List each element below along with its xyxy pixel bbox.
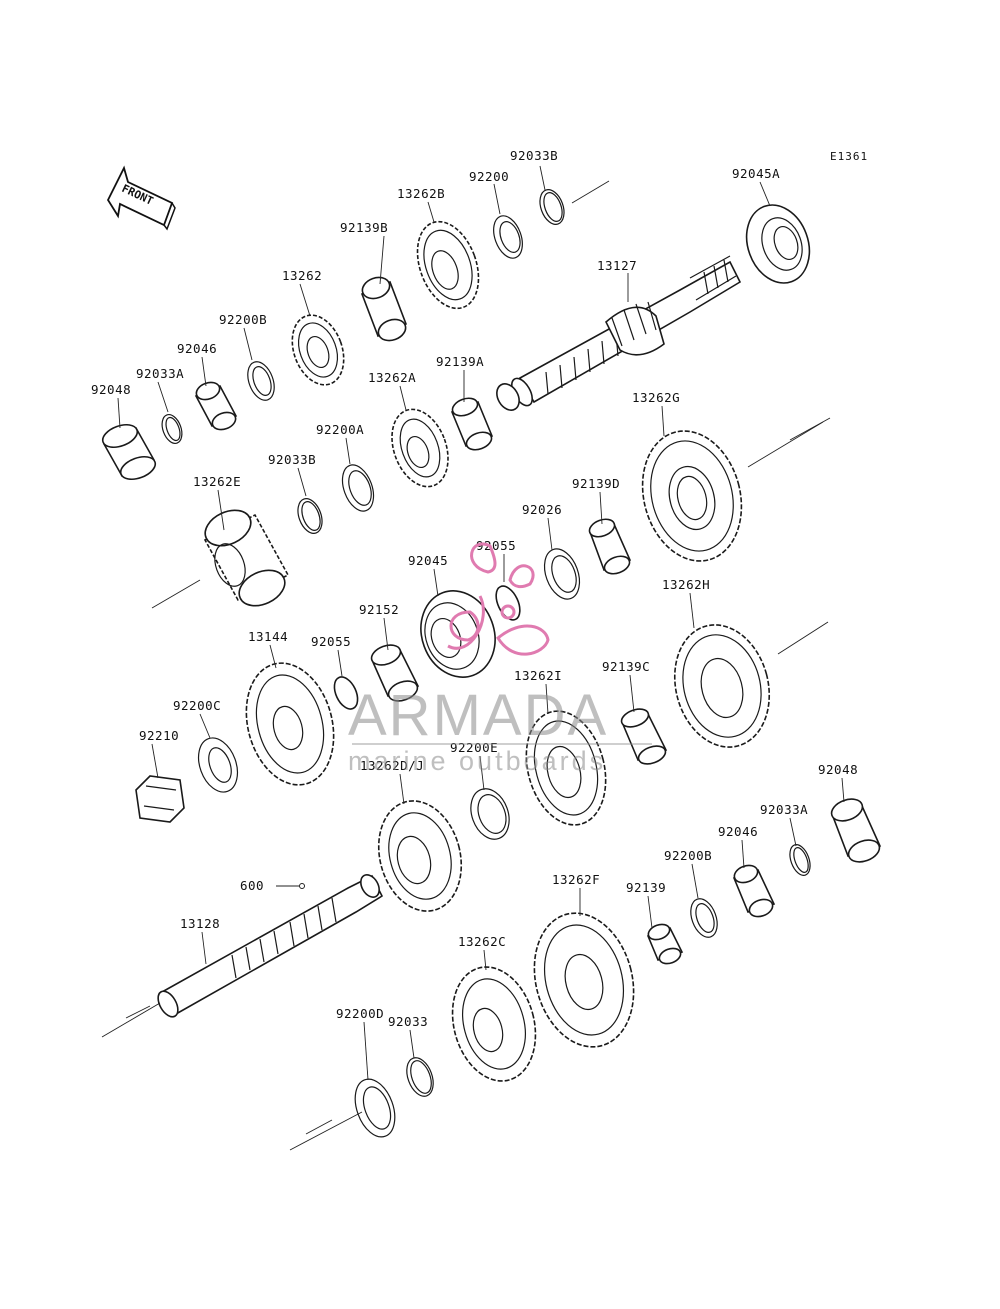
part-label: 92046 <box>718 824 758 839</box>
circlip-92033 <box>406 1057 434 1097</box>
washer-92200 <box>493 215 523 259</box>
part-label: 13262G <box>632 390 680 405</box>
part-label: 92055 <box>476 538 516 553</box>
needle-bearing-92046-lower <box>732 864 776 918</box>
circlip-92033b-top <box>539 189 565 225</box>
gear-13262e <box>203 509 290 607</box>
gear-13262c <box>451 966 537 1082</box>
part-labels: 92033B 92200 13262B 92045A 92139B 13127 … <box>91 148 858 1029</box>
part-label: 92139A <box>436 354 484 369</box>
bushing-92139 <box>646 923 684 965</box>
part-label: 13262 <box>282 268 322 283</box>
needle-bearing-92046-upper <box>194 381 238 431</box>
part-label: 13262H <box>662 577 710 592</box>
front-arrow-icon: FRONT <box>106 165 176 231</box>
sprocket-13144 <box>245 662 335 786</box>
washer-92200d <box>354 1078 396 1138</box>
part-label: 92048 <box>818 762 858 777</box>
nut-92210 <box>135 775 185 823</box>
part-label: 13128 <box>180 916 220 931</box>
part-label: 92055 <box>311 634 351 649</box>
gear-13262dj <box>377 800 463 912</box>
watermark-tagline: marine outboards <box>348 746 606 776</box>
part-label: 92200A <box>316 422 364 437</box>
washer-92026 <box>543 548 581 600</box>
part-label: 13144 <box>248 629 288 644</box>
part-label: 13262C <box>458 934 506 949</box>
gear-13262b <box>416 220 480 310</box>
part-label: 13262B <box>397 186 445 201</box>
part-label: 92033 <box>388 1014 428 1029</box>
part-label: 92139B <box>340 220 388 235</box>
part-label: 92033A <box>136 366 184 381</box>
collar-92048-upper <box>101 423 157 481</box>
gear-13262h <box>673 624 771 748</box>
gear-13262g <box>641 430 743 562</box>
part-label: 92200 <box>469 169 509 184</box>
shaft-13128 <box>157 874 384 1018</box>
part-label: 92048 <box>91 382 131 397</box>
watermark-brand: ARMADA <box>348 683 608 748</box>
diagram-code: E1361 <box>830 150 868 163</box>
washer-92200e <box>470 788 510 840</box>
flower-logo-icon <box>447 542 550 656</box>
washer-92200c <box>197 737 239 793</box>
callout-dot-600 <box>299 883 305 889</box>
bearing-92045 <box>420 590 496 678</box>
part-label: 92033A <box>760 802 808 817</box>
part-label: 92200C <box>173 698 221 713</box>
part-label: 92045 <box>408 553 448 568</box>
circlip-92033a-lower <box>789 844 811 876</box>
bushing-92139d <box>588 518 632 575</box>
part-label: 13262A <box>368 370 416 385</box>
bearing-92045a <box>745 204 811 284</box>
part-label: 92026 <box>522 502 562 517</box>
part-label: 92033B <box>268 452 316 467</box>
watermark: ARMADA marine outboards <box>348 542 652 776</box>
part-label: 92139 <box>626 880 666 895</box>
leader-lines <box>117 165 845 1081</box>
part-label: 13262F <box>552 872 600 887</box>
shaft-13127 <box>510 255 742 407</box>
washer-92200a <box>341 464 375 512</box>
gear-13262i <box>525 710 607 826</box>
part-label: 92033B <box>510 148 558 163</box>
gear-13262f <box>533 912 635 1048</box>
part-label: 92210 <box>139 728 179 743</box>
part-label: 92152 <box>359 602 399 617</box>
gear-13262 <box>291 314 345 386</box>
circlip-92033b-middle <box>297 498 323 534</box>
part-label: 92200D <box>336 1006 384 1021</box>
collar-92152 <box>370 644 420 702</box>
part-label: 92045A <box>732 166 780 181</box>
part-label: 92139C <box>602 659 650 674</box>
shaft-end-collar <box>496 383 520 411</box>
circlip-92033a-upper <box>161 413 183 445</box>
part-label: 13127 <box>597 258 637 273</box>
part-label: 13262E <box>193 474 241 489</box>
part-label: 13262D/J <box>360 758 424 773</box>
bushing-92139b <box>360 276 408 342</box>
bushing-92139a <box>450 397 494 451</box>
collar-92048-lower <box>830 798 882 863</box>
gear-13262a <box>391 408 449 488</box>
washer-92200b-lower <box>690 898 718 938</box>
o-ring-92055-lower <box>333 676 359 710</box>
bushing-92139c <box>620 708 668 765</box>
washer-92200b-upper <box>247 361 275 401</box>
part-label: 92200B <box>219 312 267 327</box>
part-label: 92139D <box>572 476 620 491</box>
part-label: 600 <box>240 878 264 893</box>
part-label: 13262I <box>514 668 562 683</box>
part-label: 92046 <box>177 341 217 356</box>
part-label: 92200B <box>664 848 712 863</box>
